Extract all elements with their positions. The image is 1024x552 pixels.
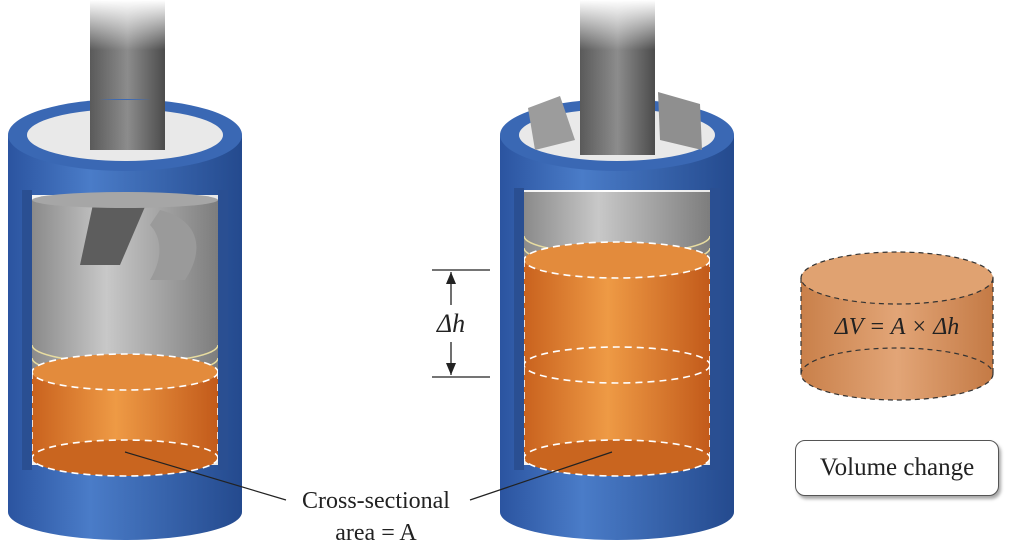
cross-section-label-line1: Cross-sectional bbox=[302, 488, 450, 514]
delta-h-label: Δh bbox=[436, 309, 465, 338]
cross-section-label-line2: area = A bbox=[335, 520, 417, 546]
cross-section-leaders bbox=[124, 451, 613, 501]
right-cylinder bbox=[500, 0, 734, 540]
left-cylinder bbox=[8, 0, 242, 540]
delta-h-dimension bbox=[432, 269, 490, 378]
volume-formula-label: ΔV = A × Δh bbox=[834, 314, 960, 340]
volume-change-cylinder bbox=[800, 251, 994, 401]
volume-change-label: Volume change bbox=[795, 440, 999, 496]
